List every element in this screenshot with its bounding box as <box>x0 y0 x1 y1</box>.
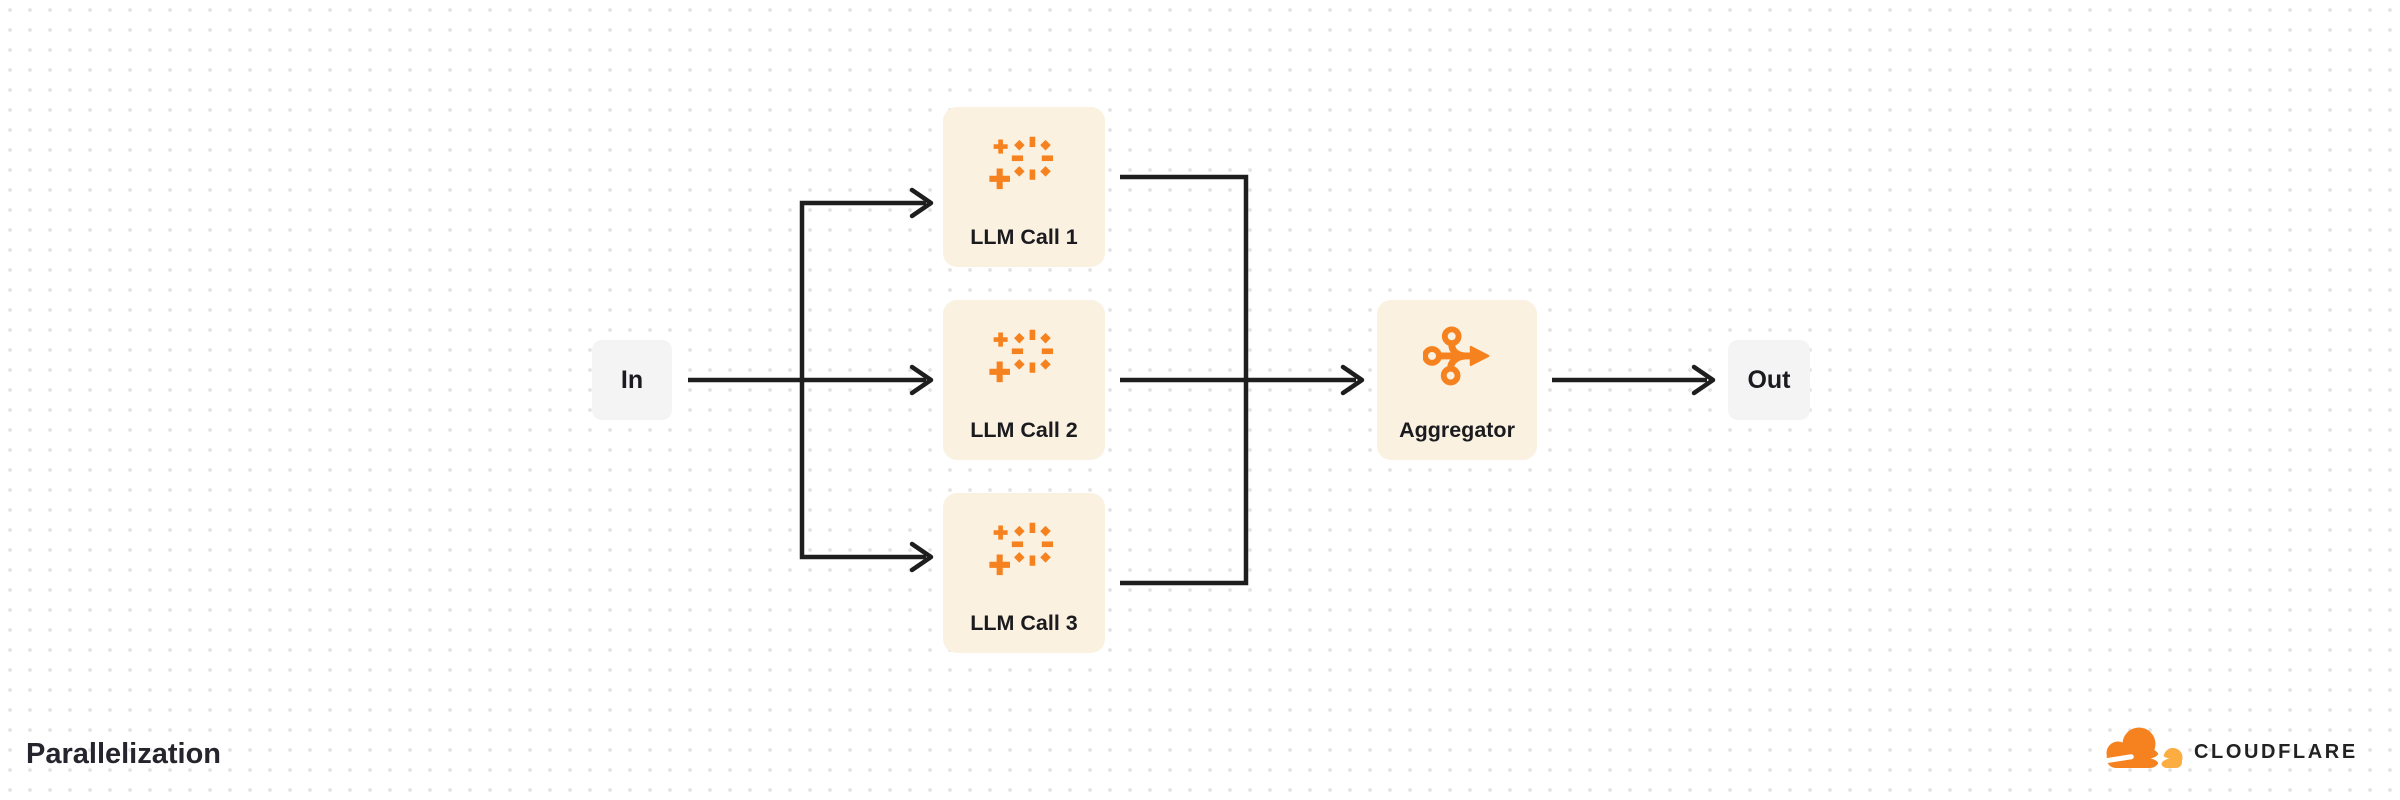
cloudflare-logo: CLOUDFLARE <box>2094 724 2358 774</box>
node-llm-call-3: LLM Call 3 <box>943 493 1105 653</box>
node-llm-call-2: LLM Call 2 <box>943 300 1105 460</box>
node-llm-call-3-label: LLM Call 3 <box>970 611 1078 635</box>
node-llm-call-1-label: LLM Call 1 <box>970 225 1078 249</box>
sparkle-icon <box>989 522 1053 576</box>
node-out-label: Out <box>1747 365 1791 394</box>
cloudflare-wordmark: CLOUDFLARE <box>2194 741 2358 763</box>
node-aggregator: Aggregator <box>1377 300 1537 460</box>
arrowhead-llm3 <box>909 541 934 573</box>
node-aggregator-label: Aggregator <box>1399 418 1515 442</box>
edge-fanout-rail <box>799 200 926 560</box>
sparkle-icon <box>989 329 1053 383</box>
arrowhead-llm1 <box>909 187 934 219</box>
node-in: In <box>592 340 672 420</box>
sparkle-icon <box>989 136 1053 190</box>
node-out: Out <box>1728 340 1810 420</box>
page-title: Parallelization <box>26 738 222 770</box>
arrowhead-llm2 <box>909 364 934 396</box>
node-llm-call-1: LLM Call 1 <box>943 107 1105 267</box>
node-in-label: In <box>620 365 644 394</box>
edge-merge-rail <box>1120 174 1249 586</box>
cloudflare-cloud-icon <box>2101 727 2183 768</box>
merge-icon <box>1423 326 1490 386</box>
arrowhead-out <box>1691 364 1716 396</box>
arrowhead-aggregator <box>1340 364 1365 396</box>
node-llm-call-2-label: LLM Call 2 <box>970 418 1078 442</box>
